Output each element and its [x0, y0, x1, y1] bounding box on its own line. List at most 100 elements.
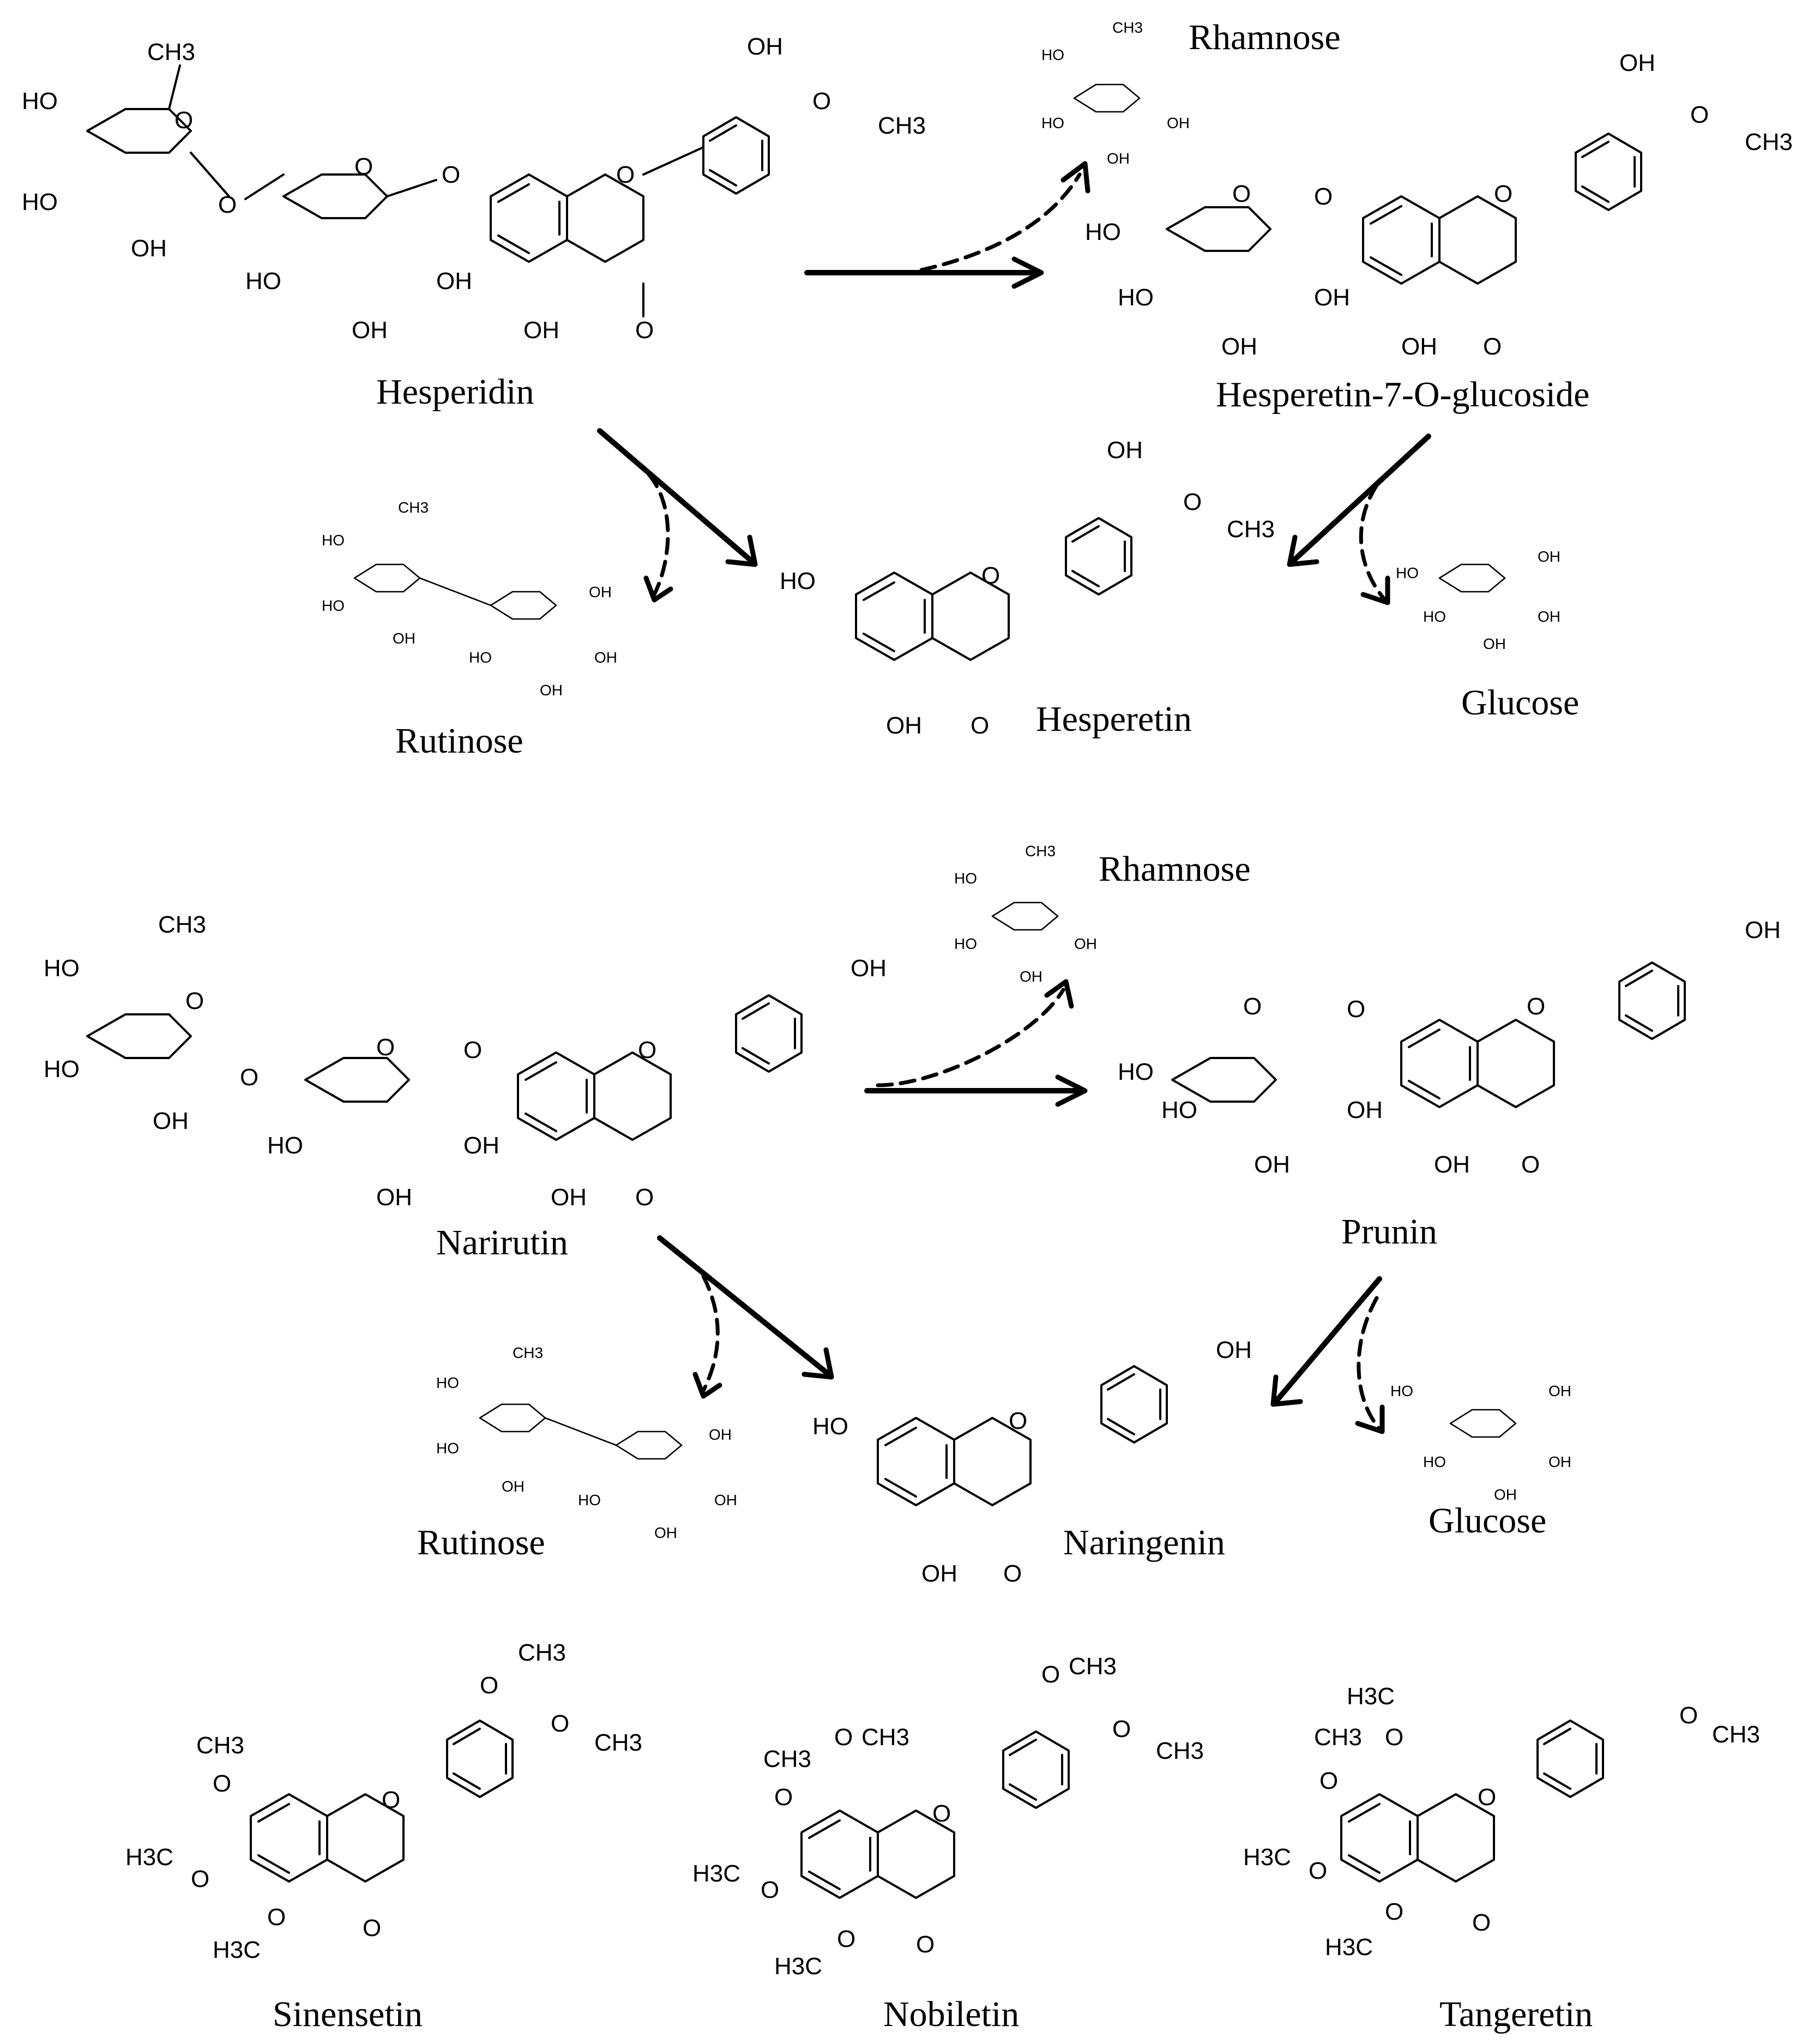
- atom-o: O: [932, 1800, 951, 1827]
- atom-o: O: [1232, 181, 1251, 207]
- atom-ho: HO: [1161, 1097, 1197, 1123]
- atom-oh: OH: [886, 712, 922, 739]
- atom-o: O: [1483, 333, 1502, 360]
- label-rhamnose-top: Rhamnose: [1189, 17, 1341, 57]
- atom-o: O: [616, 161, 635, 188]
- atom-h3c: H3C: [692, 1860, 740, 1887]
- atom-h3c: H3C: [125, 1844, 173, 1871]
- atom-o: O: [1478, 1784, 1496, 1811]
- atom-o: O: [267, 1904, 286, 1931]
- atom-o: O: [774, 1784, 793, 1811]
- atom-o: O: [1009, 1408, 1027, 1434]
- atom-ho: HO: [1390, 1382, 1413, 1399]
- atom-o: O: [981, 562, 1000, 589]
- atom-oh: OH: [1221, 333, 1257, 360]
- atom-o: O: [1041, 1661, 1060, 1688]
- atom-ch3: CH3: [763, 1746, 811, 1772]
- atom-o: O: [363, 1915, 381, 1941]
- atom-ch3: CH3: [1314, 1724, 1362, 1751]
- atom-o: O: [1243, 993, 1262, 1020]
- label-naringenin: Naringenin: [1063, 1523, 1225, 1562]
- atom-oh: OH: [540, 682, 563, 699]
- atom-ch3: CH3: [398, 499, 429, 516]
- atom-o: O: [191, 1866, 209, 1892]
- atom-oh: OH: [1107, 150, 1130, 167]
- rhamnose-mid-structure: HO HO OH OH CH3: [954, 843, 1097, 985]
- atom-oh: OH: [1401, 333, 1437, 360]
- atom-ho: HO: [44, 1056, 80, 1083]
- glucose-mid-structure: HO HO OH OH OH: [1390, 1382, 1571, 1503]
- atom-o: O: [382, 1787, 400, 1813]
- atom-oh: OH: [714, 1492, 737, 1508]
- atom-h3c: H3C: [1243, 1844, 1291, 1871]
- atom-oh: OH: [1538, 608, 1560, 625]
- atom-oh: OH: [1745, 917, 1781, 943]
- atom-ch3: CH3: [196, 1732, 244, 1759]
- atom-ch3: CH3: [1712, 1721, 1760, 1748]
- atom-ho: HO: [22, 88, 58, 115]
- atom-ho: HO: [1396, 564, 1419, 581]
- atom-o: O: [551, 1710, 569, 1737]
- atom-oh: OH: [436, 268, 472, 294]
- atom-oh: OH: [551, 1184, 587, 1211]
- atom-ho: HO: [245, 268, 281, 294]
- atom-o: O: [174, 107, 193, 134]
- atom-ho: HO: [1423, 1453, 1446, 1470]
- nobiletin-structure: CH3 O O CH3 H3C O H3C O O O O CH3 O CH3: [692, 1653, 1204, 1980]
- atom-ho: HO: [322, 597, 345, 614]
- atom-ch3: CH3: [518, 1639, 566, 1666]
- label-narirutin: Narirutin: [436, 1223, 568, 1263]
- label-rhamnose-mid: Rhamnose: [1099, 849, 1251, 889]
- atom-oh: OH: [1020, 968, 1042, 985]
- label-tangeretin: Tangeretin: [1439, 1994, 1593, 2034]
- atom-o: O: [1183, 489, 1202, 515]
- narirutin-structure: CH3 O HO HO OH O O HO OH OH O O OH O OH: [44, 911, 887, 1211]
- rhamnose-top-structure: HO HO OH OH CH3: [1041, 19, 1190, 167]
- arrow-prunin-to-naringenin: [1270, 1276, 1385, 1434]
- atom-ch3: CH3: [861, 1724, 909, 1751]
- arrow-to-hesperetin-7-o-glucoside: [804, 161, 1090, 289]
- atom-ch3: CH3: [1156, 1738, 1204, 1764]
- arrow-to-prunin: [864, 979, 1088, 1107]
- atom-oh: OH: [352, 317, 388, 344]
- atom-oh: OH: [376, 1184, 412, 1211]
- atom-o: O: [213, 1770, 231, 1797]
- atom-oh: OH: [1107, 437, 1143, 464]
- rutinose-mid-structure: HO HO OH CH3 OH OH HO OH: [436, 1344, 737, 1541]
- atom-o: O: [635, 1184, 654, 1211]
- atom-oh: OH: [1216, 1337, 1252, 1363]
- label-glucose-top: Glucose: [1461, 683, 1579, 723]
- atom-oh: OH: [393, 630, 415, 647]
- atom-o: O: [1527, 993, 1545, 1020]
- atom-oh: OH: [1074, 935, 1097, 952]
- atom-oh: OH: [709, 1426, 732, 1443]
- atom-oh: OH: [1254, 1151, 1290, 1178]
- atom-o: O: [442, 161, 460, 188]
- label-rutinose-top: Rutinose: [395, 721, 523, 761]
- atom-o: O: [1309, 1857, 1327, 1884]
- atom-ho: HO: [22, 189, 58, 215]
- label-hesperidin: Hesperidin: [376, 372, 534, 412]
- atom-ch3: CH3: [878, 112, 926, 139]
- atom-ch3: CH3: [594, 1729, 642, 1756]
- atom-o: O: [1319, 1768, 1338, 1794]
- atom-o: O: [812, 88, 831, 115]
- atom-o: O: [1521, 1151, 1540, 1178]
- tangeretin-structure: H3C O CH3 O H3C O H3C O O O O CH3: [1243, 1683, 1760, 1961]
- atom-oh: OH: [1548, 1453, 1571, 1470]
- atom-oh: OH: [589, 584, 612, 600]
- atom-ch3: CH3: [1112, 19, 1143, 36]
- rutinose-top-structure: HO HO OH CH3 OH OH HO OH: [322, 499, 617, 699]
- atom-o: O: [1003, 1560, 1022, 1587]
- atom-ho: HO: [1423, 608, 1446, 625]
- atom-ho: HO: [322, 532, 345, 549]
- atom-oh: OH: [523, 317, 559, 344]
- label-hesperetin: Hesperetin: [1036, 699, 1192, 739]
- hesperetin-7-o-glucoside-structure: HO HO OH OH O O O OH O OH O CH3: [1085, 50, 1793, 360]
- label-prunin: Prunin: [1341, 1212, 1437, 1252]
- atom-o: O: [1385, 1898, 1403, 1925]
- atom-o: O: [916, 1931, 935, 1958]
- atom-oh: OH: [463, 1132, 499, 1159]
- atom-ho: HO: [44, 955, 80, 982]
